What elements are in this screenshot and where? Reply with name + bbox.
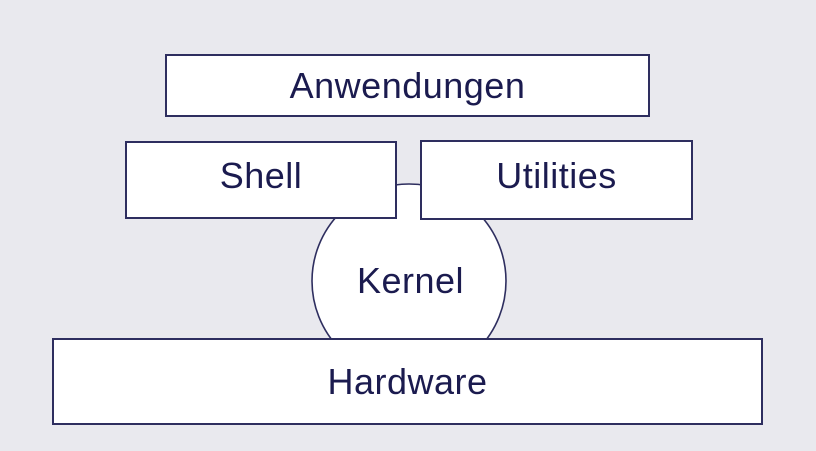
hardware-box-shape (52, 338, 763, 425)
utilities-box-shape (420, 140, 693, 220)
anwendungen-box-shape (165, 54, 650, 117)
shell-box-shape (125, 141, 397, 219)
